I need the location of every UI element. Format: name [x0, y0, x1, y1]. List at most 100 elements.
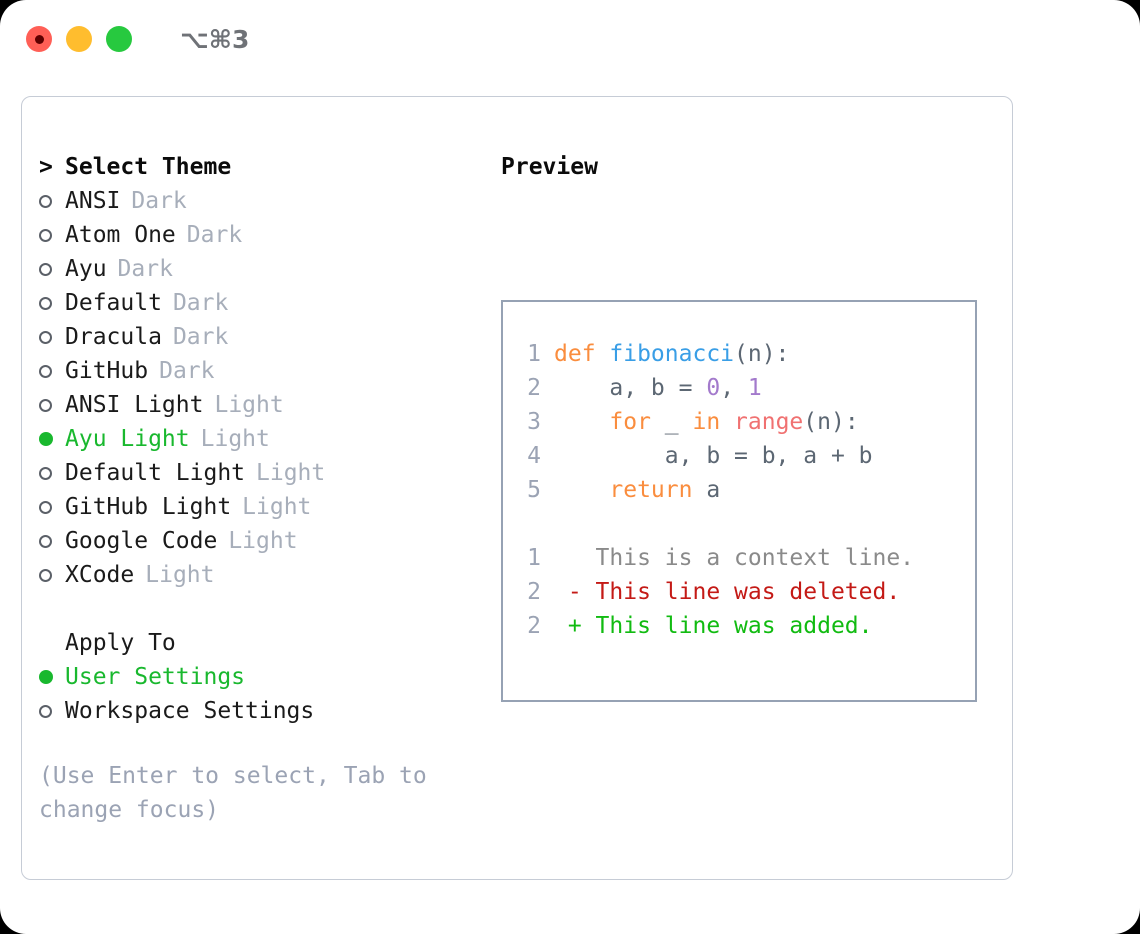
theme-list-item[interactable]: GitHub Light Light: [39, 490, 479, 524]
code-line-number: 2: [527, 375, 541, 401]
radio-mark: [39, 432, 53, 446]
code-line-content: def fibonacci(n):: [554, 337, 789, 371]
radio-selected-icon[interactable]: [39, 670, 65, 684]
theme-kind-badge: Dark: [172, 324, 229, 350]
minimize-window-button[interactable]: [66, 26, 92, 52]
radio-mark: [39, 534, 52, 548]
radio-mark: [39, 704, 52, 718]
theme-kind-badge: Light: [242, 494, 312, 520]
radio-selected-icon[interactable]: [39, 432, 65, 446]
diff-line-content: This is a context line.: [554, 545, 915, 571]
theme-name: Default Light: [65, 460, 246, 486]
radio-unselected-icon[interactable]: [39, 534, 65, 548]
code-line-content: return a: [554, 473, 720, 507]
code-token: [720, 409, 734, 435]
indent-spacer: >: [39, 626, 65, 660]
theme-name: GitHub Light: [65, 494, 232, 520]
code-token: [554, 477, 609, 503]
close-icon: [34, 34, 44, 44]
theme-name: Dracula: [65, 324, 162, 350]
code-token: 1: [747, 375, 762, 401]
apply-to-heading: > Apply To: [39, 626, 479, 660]
theme-name: Ayu Light: [65, 426, 190, 452]
apply-to-option[interactable]: Workspace Settings: [39, 694, 479, 728]
radio-unselected-icon[interactable]: [39, 364, 65, 378]
radio-mark: [39, 262, 52, 276]
radio-mark: [39, 670, 53, 684]
radio-unselected-icon[interactable]: [39, 194, 65, 208]
diff-line-content: - This line was deleted.: [554, 579, 901, 605]
preview-title: Preview: [501, 154, 598, 180]
code-token: range: [734, 409, 804, 435]
code-token: in: [692, 409, 721, 435]
radio-unselected-icon[interactable]: [39, 262, 65, 276]
title-bar: ⌥⌘3: [0, 0, 1140, 78]
theme-name: GitHub: [65, 358, 149, 384]
radio-unselected-icon[interactable]: [39, 466, 65, 480]
theme-kind-badge: Dark: [186, 222, 243, 248]
code-line-number: 3: [527, 409, 541, 435]
apply-to-option-label: Workspace Settings: [65, 698, 315, 724]
radio-unselected-icon[interactable]: [39, 398, 65, 412]
code-token: def: [554, 341, 610, 367]
code-line-number: 4: [527, 443, 541, 469]
radio-mark: [39, 500, 52, 514]
radio-unselected-icon[interactable]: [39, 228, 65, 242]
list-spacer: [39, 592, 479, 626]
code-token: (n):: [734, 341, 790, 367]
apply-to-option-label: User Settings: [65, 664, 246, 690]
theme-name: XCode: [65, 562, 135, 588]
code-line: 2 a, b = 0, 1: [515, 371, 914, 405]
code-line-content: for _ in range(n):: [554, 405, 858, 439]
radio-unselected-icon[interactable]: [39, 330, 65, 344]
keyboard-shortcut-label: ⌥⌘3: [180, 24, 250, 54]
caret-icon: >: [39, 154, 53, 180]
theme-name: Ayu: [65, 256, 107, 282]
radio-mark: [39, 398, 52, 412]
theme-kind-badge: Dark: [117, 256, 173, 282]
code-token: a: [692, 477, 721, 503]
radio-unselected-icon[interactable]: [39, 704, 65, 718]
code-token: fibonacci: [609, 341, 735, 367]
theme-list-item[interactable]: Ayu Dark: [39, 252, 479, 286]
maximize-window-button[interactable]: [106, 26, 132, 52]
theme-list-item[interactable]: XCode Light: [39, 558, 479, 592]
diff-line-number: 2: [527, 579, 541, 605]
radio-unselected-icon[interactable]: [39, 568, 65, 582]
diff-line: 2 + This line was added.: [515, 609, 914, 643]
code-token: a, b = b, a + b: [554, 443, 873, 469]
code-line: 4 a, b = b, a + b: [515, 439, 914, 473]
theme-name: Google Code: [65, 528, 218, 554]
close-window-button[interactable]: [26, 26, 52, 52]
code-token: [554, 409, 609, 435]
diff-line: 1 This is a context line.: [515, 541, 914, 575]
radio-unselected-icon[interactable]: [39, 296, 65, 310]
radio-mark: [39, 194, 52, 208]
theme-name: ANSI Light: [65, 392, 204, 418]
radio-unselected-icon[interactable]: [39, 500, 65, 514]
code-line: 5 return a: [515, 473, 914, 507]
theme-kind-badge: Light: [145, 562, 215, 588]
code-token: ,: [720, 375, 748, 401]
code-blank-line: [515, 507, 914, 541]
theme-list-item[interactable]: Dracula Dark: [39, 320, 479, 354]
apply-to-option[interactable]: User Settings: [39, 660, 479, 694]
code-line-number: 5: [527, 477, 541, 503]
code-token: a, b =: [554, 375, 707, 401]
code-line-content: a, b = 0, 1: [554, 371, 762, 405]
